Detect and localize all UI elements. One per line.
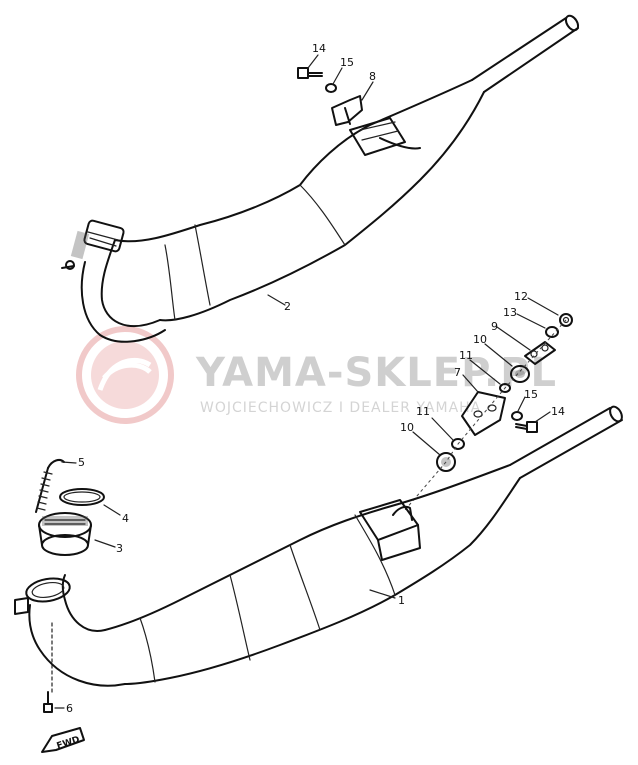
leader-part-1 [369,589,396,599]
washer-15b [511,396,526,421]
watermark: YAMA-SKLEP.PL WOJCIECHOWICZ I DEALER YAM… [76,326,557,424]
assembly-line [404,319,567,511]
watermark-logo [76,326,174,424]
callout-9: 9 [491,320,498,333]
bolt-12 [527,297,573,327]
callout-5: 5 [78,456,85,469]
callout-15-upper: 15 [340,56,354,69]
leader-part-2 [267,294,286,306]
callout-13: 13 [503,306,517,319]
callout-10-lower: 10 [400,421,414,434]
bolt-14b [515,411,551,433]
damper-10a [484,343,530,383]
callout-6: 6 [66,702,73,715]
collar-11b [431,417,465,450]
callout-11-lower: 11 [416,405,430,418]
callout-14-lower: 14 [551,405,565,418]
fwd-label: FWD [56,735,81,752]
callout-7: 7 [454,366,461,379]
callout-11-upper: 11 [459,349,473,362]
lower-exhaust-pipe [14,405,623,687]
callout-4: 4 [122,512,129,525]
callouts: 14 15 8 2 12 13 9 10 11 7 15 14 11 10 5 … [66,42,565,715]
upper-washer-15 [325,67,343,93]
washer-13 [516,313,559,338]
flange-3 [38,512,116,556]
watermark-subtitle: WOJCIECHOWICZ I DEALER YAMAHA [200,400,481,416]
stay-7 [461,374,506,436]
upper-exhaust-pipe [61,14,580,343]
gasket-4 [59,488,121,516]
damper-10b [412,431,456,472]
callout-2: 2 [284,300,291,313]
callout-8: 8 [369,70,376,83]
callout-15-lower: 15 [524,388,538,401]
upper-bolt-14 [297,54,323,79]
fwd-direction-arrow: FWD [41,727,85,753]
callout-3: 3 [116,542,123,555]
plate-9 [496,326,556,365]
callout-12: 12 [514,290,528,303]
bolt-6 [43,691,65,713]
spring-5 [35,459,77,513]
callout-14-upper: 14 [312,42,326,55]
watermark-title: YAMA-SKLEP.PL [195,350,557,396]
callout-10-upper: 10 [473,333,487,346]
bracket-8 [331,81,374,126]
callout-1: 1 [398,594,405,607]
collar-11a [469,359,511,393]
